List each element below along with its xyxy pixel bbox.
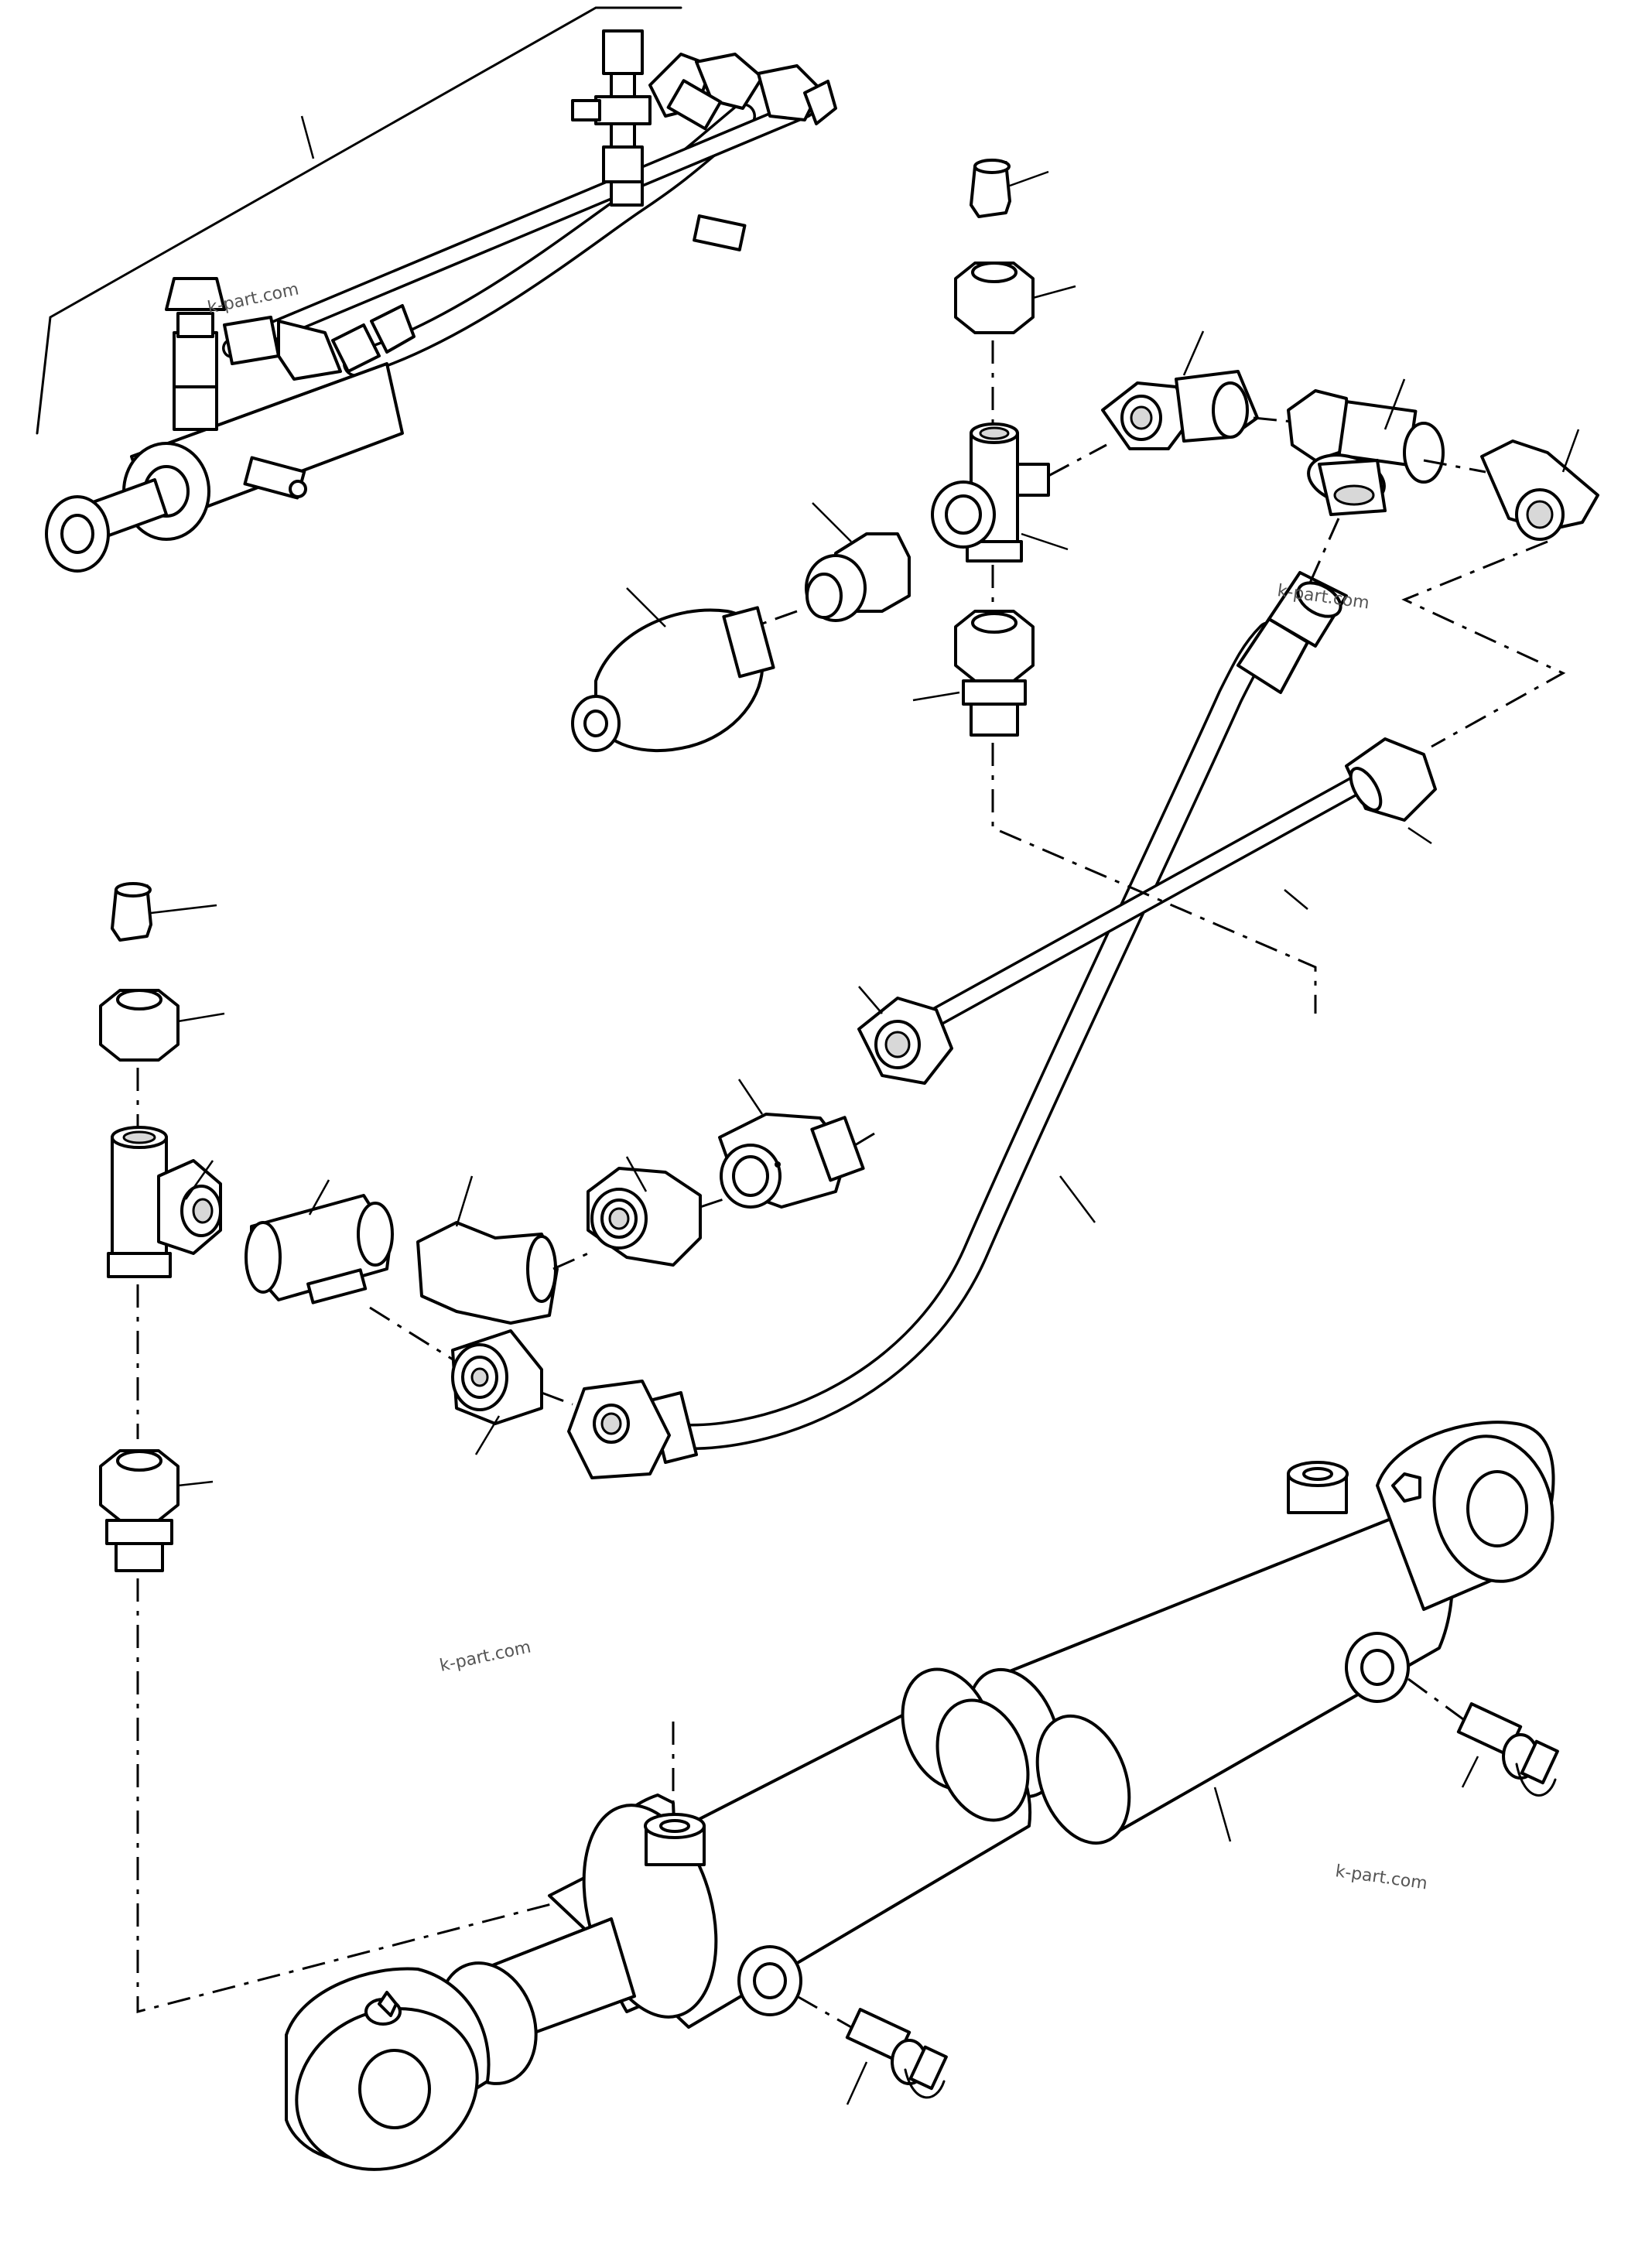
upper-fitting-chain [571,159,1599,1014]
watermark: k-part.com [438,1638,532,1676]
flexible-hose [567,571,1348,1479]
watermark: k-part.com [206,280,300,318]
rigid-pipe [857,737,1437,1085]
assembled-cylinder-inset [36,6,837,573]
watermark: k-part.com [1334,1862,1428,1893]
hydraulic-cylinder [285,1421,1559,2171]
lower-fitting-chain [99,882,875,2013]
